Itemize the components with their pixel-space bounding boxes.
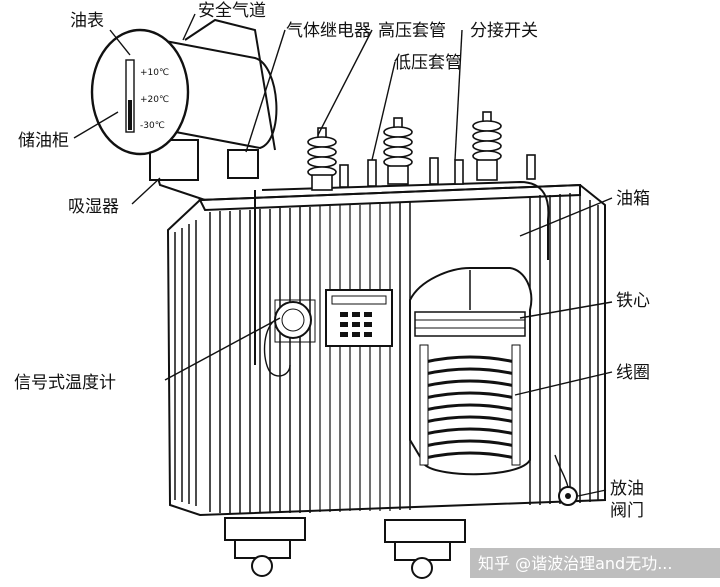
label-iron-core: 铁心: [616, 291, 650, 311]
label-drain-valve-1: 放油: [610, 479, 644, 499]
label-oil-gauge: 油表: [70, 11, 104, 31]
label-hv-bushing: 高压套管: [378, 21, 446, 41]
thermometer-dial: [274, 301, 312, 339]
base-wheels: [224, 517, 466, 579]
winding-coils: [424, 355, 516, 460]
label-winding: 线圈: [616, 363, 650, 383]
transformer-illustration: +10℃ +20℃ -30℃: [90, 18, 606, 579]
label-thermometer: 信号式温度计: [14, 373, 116, 393]
label-conservator: 储油柜: [18, 131, 69, 151]
oil-gauge: +10℃ +20℃ -30℃: [90, 28, 190, 156]
label-breather: 吸湿器: [68, 197, 119, 217]
hv-bushings: [307, 111, 502, 191]
lv-bushings: [339, 154, 536, 188]
gauge-mark-1: +10℃: [140, 68, 169, 78]
gauge-mark-2: +20℃: [140, 95, 169, 105]
labels: 油表 安全气道 气体继电器 高压套管 低压套管 分接开关 储油柜 吸湿器 油箱 …: [14, 1, 650, 521]
label-safety-airway: 安全气道: [198, 1, 266, 21]
label-drain-valve-2: 阀门: [610, 501, 644, 521]
leader-lines: [73, 13, 613, 497]
label-gas-relay: 气体继电器: [286, 21, 371, 41]
radiator-fins: [174, 193, 599, 513]
label-lv-bushing: 低压套管: [394, 53, 462, 73]
conservator: [149, 18, 278, 201]
gas-relay: [227, 149, 259, 179]
watermark: 知乎 @谐波治理and无功...: [478, 554, 672, 573]
label-oil-tank: 油箱: [616, 189, 650, 209]
gauge-mark-3: -30℃: [140, 121, 165, 131]
cutaway: [409, 267, 533, 476]
label-tap-changer: 分接开关: [470, 21, 538, 41]
